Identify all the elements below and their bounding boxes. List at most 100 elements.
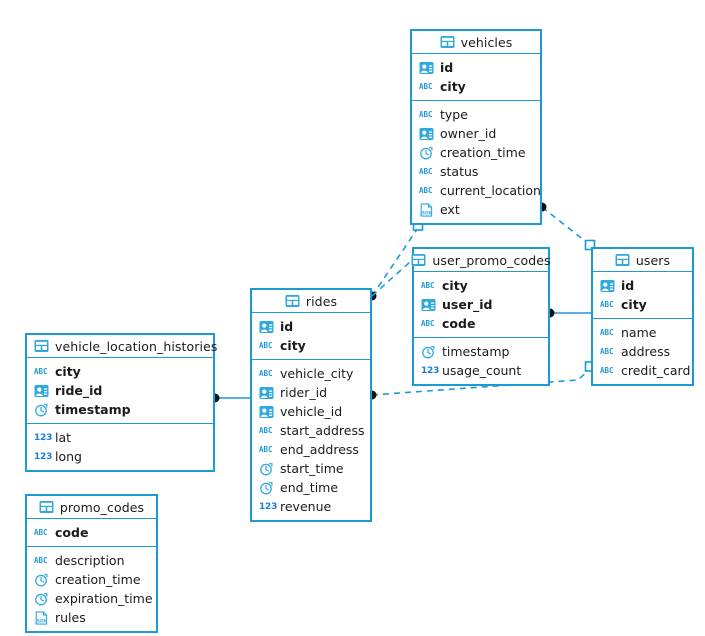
edge-user-promo-codes-users: [545, 308, 591, 318]
column-row[interactable]: id: [593, 276, 692, 295]
column-row[interactable]: timestamp: [27, 400, 213, 419]
column-name: usage_count: [442, 363, 522, 378]
edge-vlh-rides: [210, 393, 250, 403]
column-name: lat: [55, 430, 72, 445]
column-row[interactable]: ride_id: [27, 381, 213, 400]
column-name: name: [621, 325, 657, 340]
clock-icon: [259, 462, 274, 476]
column-row[interactable]: timestamp: [414, 342, 548, 361]
clock-icon: [34, 592, 49, 606]
table-header-rides[interactable]: rides: [252, 290, 370, 313]
table-icon: [285, 294, 300, 308]
column-row[interactable]: ABC city: [412, 77, 540, 96]
column-row[interactable]: id: [252, 317, 370, 336]
column-name: long: [55, 449, 82, 464]
abc-text-icon: ABC: [419, 166, 433, 176]
column-row[interactable]: JSON rules: [27, 608, 156, 627]
table-header-vehicles[interactable]: vehicles: [412, 31, 540, 54]
column-name: ride_id: [55, 383, 103, 398]
svg-text:JSON: JSON: [34, 618, 47, 624]
abc-text-icon: ABC: [419, 81, 433, 91]
column-name: city: [621, 297, 647, 312]
abc-text-icon: ABC: [419, 109, 433, 119]
column-name: vehicle_id: [280, 404, 343, 419]
table-header-users[interactable]: users: [593, 249, 692, 272]
column-row[interactable]: owner_id: [412, 124, 540, 143]
abc-text-icon: ABC: [259, 368, 273, 378]
column-row[interactable]: expiration_time: [27, 589, 156, 608]
id-card-icon: [259, 386, 274, 400]
table-title-users: users: [635, 252, 671, 268]
column-name: rules: [55, 610, 86, 625]
column-row[interactable]: user_id: [414, 295, 548, 314]
abc-text-icon: ABC: [421, 318, 435, 328]
column-name: city: [440, 79, 466, 94]
table-header-vehicle_location_histories[interactable]: vehicle_location_histories: [27, 335, 217, 358]
column-row[interactable]: start_time: [252, 459, 370, 478]
clock-icon: [34, 573, 49, 587]
table-title-vehicle_location_histories: vehicle_location_histories: [55, 338, 218, 354]
column-name: creation_time: [55, 572, 141, 587]
123-number-icon: 123: [34, 451, 53, 462]
column-row[interactable]: creation_time: [412, 143, 540, 162]
column-row[interactable]: rider_id: [252, 383, 370, 402]
column-name: owner_id: [440, 126, 497, 141]
json-file-icon: JSON: [419, 202, 434, 217]
column-name: id: [280, 319, 294, 334]
column-row[interactable]: end_time: [252, 478, 370, 497]
column-name: start_address: [280, 423, 365, 438]
id-card-icon: [421, 298, 436, 312]
table-title-rides: rides: [305, 293, 338, 309]
table-header-promo_codes[interactable]: promo_codes: [27, 496, 156, 519]
column-row[interactable]: id: [412, 58, 540, 77]
123-number-icon: 123: [34, 432, 53, 443]
abc-text-icon: ABC: [600, 299, 614, 309]
clock-icon: [421, 345, 436, 359]
id-card-icon: [259, 320, 274, 334]
clock-icon: [34, 403, 49, 417]
clock-icon: [419, 146, 434, 160]
table-icon: [411, 253, 426, 267]
table-icon: [440, 35, 455, 49]
column-name: id: [621, 278, 635, 293]
column-name: id: [440, 60, 454, 75]
edge-rides-user-promo-codes: [371, 261, 411, 297]
column-name: start_time: [280, 461, 344, 476]
column-row[interactable]: ABC city: [593, 295, 692, 314]
table-header-user_promo_codes[interactable]: user_promo_codes: [411, 249, 551, 272]
column-row[interactable]: creation_time: [27, 570, 156, 589]
column-row[interactable]: vehicle_id: [252, 402, 370, 421]
